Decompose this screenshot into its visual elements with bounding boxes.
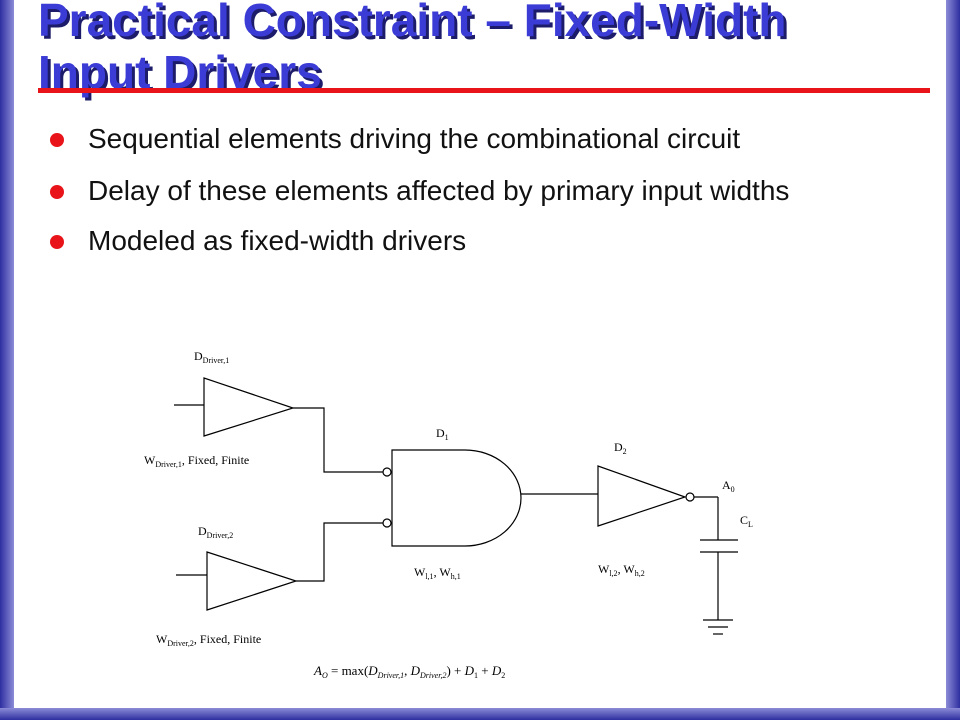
driver-1-width-label: WDriver,1, Fixed, Finite bbox=[144, 453, 249, 469]
bullet-dot-icon bbox=[50, 185, 64, 199]
slide-frame-right bbox=[946, 0, 960, 720]
delay-equation: AO = max(DDriver,1, DDriver,2) + D1 + D2 bbox=[313, 663, 505, 680]
bullet-item: Sequential elements driving the combinat… bbox=[48, 122, 928, 156]
driver-2-buffer-icon bbox=[206, 551, 298, 611]
output-node-label: A0 bbox=[722, 478, 735, 494]
driver-2-label: DDriver,2 bbox=[198, 524, 233, 540]
and-input-2-bubble-icon bbox=[382, 518, 392, 528]
bullet-text: Delay of these elements affected by prim… bbox=[88, 175, 790, 206]
gate-2-bubble-icon bbox=[685, 492, 695, 502]
bullet-dot-icon bbox=[50, 235, 64, 249]
driver-1-output-wire bbox=[293, 407, 383, 473]
and-input-1-bubble-icon bbox=[382, 467, 392, 477]
slide-frame-bottom bbox=[0, 708, 960, 720]
slide-frame-left bbox=[0, 0, 14, 720]
title-underline bbox=[38, 88, 930, 93]
driver-2-output-wire bbox=[296, 522, 383, 582]
gate-1-label: D1 bbox=[436, 426, 449, 442]
gate-2-width-label: Wl,2, Wh,2 bbox=[598, 562, 645, 578]
circuit-diagram: DDriver,1 WDriver,1, Fixed, Finite DDriv… bbox=[144, 349, 753, 680]
gate-1-width-label: Wl,1, Wh,1 bbox=[414, 565, 461, 581]
driver-1-buffer-icon bbox=[203, 377, 295, 437]
bullet-text: Sequential elements driving the combinat… bbox=[88, 123, 741, 154]
gate-2-label: D2 bbox=[614, 440, 627, 456]
and-gate-icon bbox=[391, 449, 522, 547]
bullet-dot-icon bbox=[50, 133, 64, 147]
bullet-list: Sequential elements driving the combinat… bbox=[48, 122, 928, 276]
bullet-item: Modeled as fixed-width drivers bbox=[48, 224, 928, 258]
bullet-item: Delay of these elements affected by prim… bbox=[48, 174, 928, 208]
load-cap-label: CL bbox=[740, 513, 753, 529]
gate-2-buffer-icon bbox=[597, 465, 687, 527]
bullet-text: Modeled as fixed-width drivers bbox=[88, 225, 467, 256]
slide-title-line-1: Practical Constraint – Fixed-Width bbox=[38, 0, 787, 46]
driver-1-label: DDriver,1 bbox=[194, 349, 229, 365]
slide-title: Practical Constraint – Fixed-Width Input… bbox=[38, 0, 787, 98]
driver-2-width-label: WDriver,2, Fixed, Finite bbox=[156, 632, 261, 648]
